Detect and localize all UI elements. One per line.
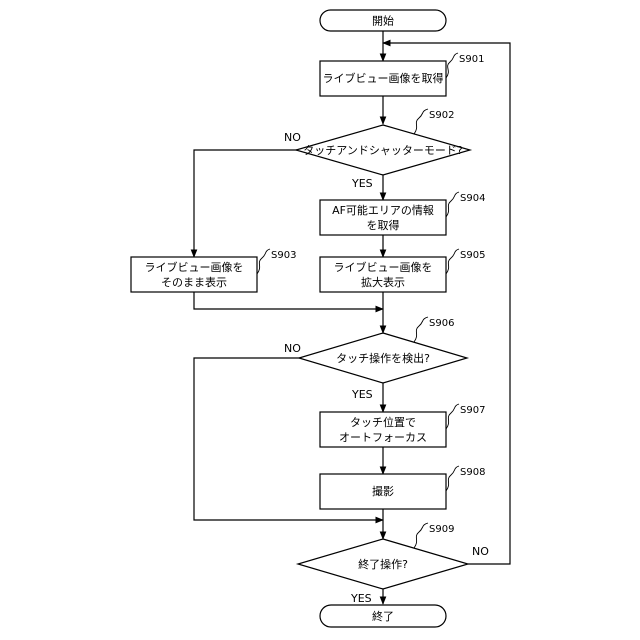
step-s904-box: AF可能エリアの情報 を取得 (320, 200, 446, 235)
decision-s909-text: 終了操作? (358, 557, 408, 571)
leader-s902 (414, 109, 428, 134)
connectors (194, 31, 510, 604)
s902-yes-label: YES (351, 177, 373, 190)
end-label: 終了 (372, 609, 394, 623)
end-terminal: 終了 (320, 605, 446, 627)
step-s907-box: タッチ位置で オートフォーカス (320, 412, 446, 447)
step-id-s905: S905 (460, 250, 485, 261)
step-s903-line2: そのまま表示 (161, 275, 227, 289)
leader-s909 (414, 523, 428, 548)
decision-s902-text: タッチアンドシャッターモード? (303, 144, 463, 157)
step-id-s904: S904 (460, 193, 485, 204)
step-s907-line2: オートフォーカス (339, 431, 427, 444)
leader-s901 (446, 53, 458, 78)
step-id-s906: S906 (429, 318, 454, 329)
arrow-s903-merge (194, 292, 383, 309)
step-id-s907: S907 (460, 405, 485, 416)
leader-s908 (446, 466, 459, 491)
s906-yes-label: YES (351, 388, 373, 401)
s906-no-label: NO (284, 342, 301, 355)
decision-s906: タッチ操作を検出? (299, 333, 467, 383)
leader-s904 (446, 192, 459, 217)
s909-yes-label: YES (350, 592, 372, 605)
step-s904-line1: AF可能エリアの情報 (332, 203, 434, 217)
step-id-s901: S901 (459, 54, 484, 65)
step-id-s909: S909 (429, 524, 454, 535)
step-id-s908: S908 (460, 467, 485, 478)
leader-s907 (446, 404, 459, 429)
start-label: 開始 (372, 14, 394, 28)
step-s905-line1: ライブビュー画像を (334, 260, 433, 274)
s902-no-label: NO (284, 131, 301, 144)
start-terminal: 開始 (320, 10, 446, 31)
decision-s909: 終了操作? (298, 539, 468, 589)
step-s901-line1: ライブビュー画像を取得 (323, 71, 444, 85)
step-id-s903: S903 (271, 250, 296, 261)
step-s908-box: 撮影 (320, 474, 446, 509)
leader-s906 (414, 317, 428, 342)
step-s901-box: ライブビュー画像を取得 (320, 61, 446, 96)
decision-s906-text: タッチ操作を検出? (336, 351, 430, 365)
decision-s902: タッチアンドシャッターモード? (296, 125, 470, 175)
step-id-s902: S902 (429, 110, 454, 121)
step-s904-line2: を取得 (367, 219, 400, 232)
leader-s905 (446, 249, 459, 274)
arrow-s902-no-to-s903 (194, 150, 297, 257)
step-s905-line2: 拡大表示 (361, 275, 405, 289)
step-s908-line1: 撮影 (372, 484, 394, 498)
step-s903-line1: ライブビュー画像を (145, 260, 244, 274)
s909-no-label: NO (472, 545, 489, 558)
step-s903-box: ライブビュー画像を そのまま表示 (131, 257, 257, 292)
step-s907-line1: タッチ位置で (350, 415, 416, 429)
leader-s903 (257, 249, 270, 274)
step-s905-box: ライブビュー画像を 拡大表示 (320, 257, 446, 292)
